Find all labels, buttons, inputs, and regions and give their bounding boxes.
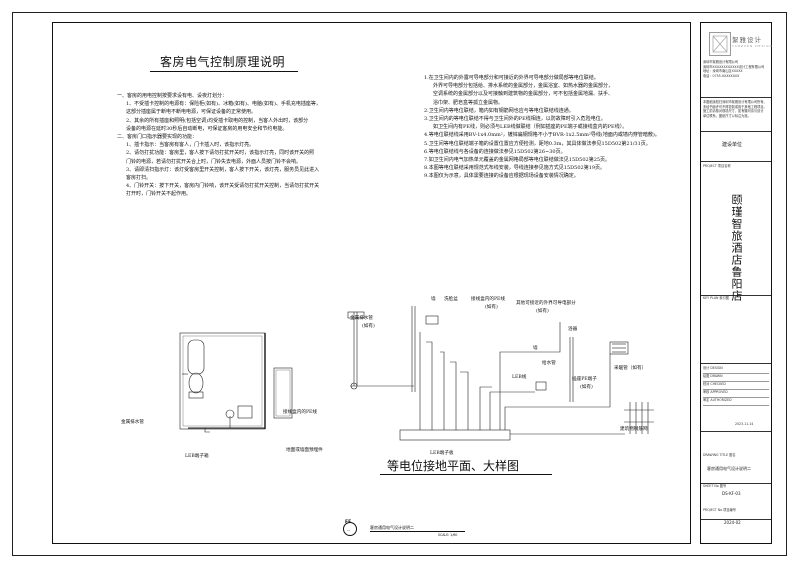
- company-line: 地址：深圳市南山区XXXXX: [703, 69, 743, 74]
- description-line: 打开时，门铃开关不起作用。: [126, 191, 192, 198]
- heating-pipe-label: 采暖管（如有）: [614, 366, 647, 371]
- description-line: 门铃的电源，若请勿打扰开关合上时，门铃失去电源，外面人员按门铃不会响。: [126, 158, 302, 165]
- water-supply-label: 给水管: [542, 361, 556, 366]
- drawing-badge: [343, 522, 357, 536]
- key-plan-label: KEY PLAN 索引图: [703, 296, 729, 300]
- control-principle-title: 客房电气控制原理说明: [160, 55, 286, 69]
- client-label: 建设单位: [722, 142, 743, 148]
- signature-row: 审核 APPROVED: [703, 390, 769, 398]
- note-line: 浴巾架、肥皂盒等孤立金属物。: [433, 99, 504, 106]
- note-line: 1.在卫生间内的外露可导电部分和可接近的外界可导电部分做局部等电位联结。: [424, 75, 599, 81]
- note-line: 如卫生间内有PE线，则必须与LEB线做联结（例如插座的PE端子或接线盒内的PE线…: [433, 124, 628, 131]
- title-block: [700, 22, 772, 544]
- drawing-badge-text: FF: [345, 520, 352, 525]
- washbasin-label: 洗脸盆: [444, 297, 458, 302]
- company-logo-sub: YANZUEN DESIGN: [732, 44, 773, 48]
- description-line: 3、请即清扫指示灯：该灯受客房里开关控制，客人按下开关，该灯亮，服务员见此进入: [126, 166, 320, 173]
- description-line: 4、门铃开关：按下开关，客房内门铃响，该开关受请勿打扰开关控制，当请勿打扰开关: [126, 183, 320, 190]
- description-line: 1、不受插卡控制的电源有：保险柜(如有)、冰箱(如有)、电脑(如有)、手机充电插…: [126, 101, 321, 108]
- leb-box-label: LEB端子箱: [185, 454, 209, 459]
- company-logo-text: 絮雅设计: [732, 36, 762, 44]
- drawing-title-label: DRAWING TITLE 图名: [703, 453, 736, 457]
- ground-line-label: 接线盒内的PE线: [283, 410, 318, 415]
- notes-line: 施工前请核对现场尺寸，如有疑问请与设计: [703, 109, 764, 114]
- junction-pe-label: 接线盒内的PE线: [471, 297, 506, 302]
- bath-label: 浴器: [568, 327, 578, 332]
- note-line: 空调系统的金属部分以及可接触到建筑物的金属部分，可不包括金属地漏、扶手、: [433, 91, 614, 98]
- drawing-title: 客房通用电气设计说明二: [707, 466, 751, 471]
- other-metal-label: 其他可接近的外界可导电部分: [516, 301, 576, 306]
- note-line: 5.卫生间等电位联结端子箱的设置位置应方便检测，距地0.3m，其具体做法参见15…: [424, 140, 651, 147]
- copyright-notes: 本图纸版权归深圳市絮雅设计有限公司所有。未经书面许可不得复制或用于其他工程项目。…: [703, 100, 769, 118]
- note-line: 2.卫生间内等电位联结，箱内如有钢筋网也应与等电位联结线连通。: [424, 107, 574, 114]
- description-line: 1、插卡指示：当客房有客人，门卡插入时，该指示灯亮。: [126, 142, 255, 149]
- metal-drain-label-2: 金属排水管: [350, 316, 373, 321]
- company-line: 电话：0755-XXXXXXXX: [703, 73, 740, 78]
- detail-title-underline: [380, 474, 552, 475]
- issue-date: 2023.11.14: [735, 422, 754, 426]
- signature-row: 设计 DESIGN: [703, 366, 769, 374]
- note-line: 7.如卫生间内电气加热单元覆盖的金属网格局部等电位联结做法见15D502第25页…: [424, 157, 611, 164]
- title-underline: [150, 71, 298, 72]
- steel-net-label: 建筑物钢筋网: [620, 427, 648, 432]
- control-principle-text: 一、客房的用电控制按要求设有电、设夜灯划分： 1、不受插卡控制的电源有：保险柜(如…: [117, 92, 321, 199]
- notes-line: 未经书面许可不得复制或用于其他工程项目。: [703, 104, 767, 109]
- note-line: 9.本图仅为示意，具体需要连接的设备应根据现场设备安装情况确定。: [424, 173, 579, 180]
- footer-scale: SCALE: 1/60: [438, 533, 458, 537]
- note-line: 4.等电位联结线采用BV-1x4.0mm²，镀锌扁钢规格不小于BVR-1x2.5…: [424, 132, 660, 139]
- description-line: 二、客房门口指示器要实现的功能：: [117, 134, 198, 141]
- floor-steel-label: 地面或墙面预埋件: [286, 448, 323, 453]
- notes-line: 单位联系。图纸尺寸以标注为准。: [703, 113, 751, 118]
- equipotential-notes: 1.在卫生间内的外露可导电部分和可接近的外界可导电部分做局部等电位联结。外界可导…: [424, 74, 660, 181]
- detail-drawing-title: 等电位接地平面、大样图: [387, 459, 520, 473]
- project-number: 2024-02: [724, 520, 741, 525]
- bathroom-plan-drawing: [179, 332, 293, 433]
- wall-label-2: 墙: [533, 346, 538, 351]
- drawing-frame: [52, 22, 691, 544]
- description-line: 2、其余的所有插座和照明(包括空调)均受插卡取电的控制，当客人外出时，该部分: [126, 117, 309, 124]
- socket-pe-label: 插座PE端子: [572, 377, 597, 382]
- junction-pe-note: (如有): [485, 305, 498, 310]
- project-name: 颐瑾智旅酒店鲁阳店: [730, 194, 743, 302]
- company-info: 深圳市絮雅设计有限公司深圳市XXXXXXXXXXXX设计工程有限公司地址：深圳市…: [703, 60, 769, 78]
- wall-label: 墙: [431, 297, 436, 302]
- drawing-badge-sub: --: [347, 528, 350, 533]
- note-line: 3.卫生间内的等电位联结不得与卫生间外的PE线相连，以防故障时引入危险电位。: [424, 116, 606, 123]
- note-line: 6.等电位联结线与各设备的连接做法参见15D502第26~30页。: [424, 148, 566, 155]
- metal-drain-note: (如有): [362, 324, 375, 329]
- signature-row: 审定 AUTHORIZED: [703, 398, 769, 406]
- description-line: 一、客房的用电控制按要求设有电、设夜灯划分：: [117, 93, 228, 99]
- equipotential-detail-drawing: [347, 306, 654, 441]
- description-line: 2、请勿打扰功能：客房里，客人按下请勿打扰开关时，该指示灯亮，同时该开关的照: [126, 150, 315, 157]
- description-line: 设备的电源在延时30秒后自动断电，可保证客房的用电安全和节约电能。: [126, 125, 288, 132]
- socket-pe-note: (如有): [580, 385, 593, 390]
- footer-title-line: [370, 531, 465, 532]
- description-line: 这部分插座属于断电不断电电源，可保证设备的正常使用。: [126, 109, 257, 116]
- notes-line: 本图纸版权归深圳市絮雅设计有限公司所有。: [703, 100, 767, 104]
- metal-drain-label: 金属排水管: [121, 420, 144, 425]
- project-no-label: PROJECT No 项目编号: [703, 508, 736, 512]
- leb-board-label: LEB端子板: [430, 451, 454, 456]
- sheet-label: SHEET No 图号: [703, 484, 727, 488]
- note-line: 8.本图等电位联结采用规范式布线安装，导线连接参见施方式见15D502第19页。: [424, 165, 606, 172]
- other-metal-note: (如有): [536, 309, 549, 314]
- note-line: 外界可导电部分包括给、排水系统的金属部分，金属浴室、如热水器的金属部分，: [433, 83, 614, 90]
- description-line: 客房打扫。: [126, 175, 152, 182]
- company-line: 深圳市絮雅设计有限公司: [703, 60, 739, 64]
- leb-line-label: LEB线: [512, 375, 527, 380]
- project-label: PROJECT 项目名称: [703, 164, 731, 168]
- signature-row: 校对 CHECKED: [703, 382, 769, 390]
- outer-frame: [12, 12, 787, 556]
- company-line: 深圳市XXXXXXXXXXXX设计工程有限公司: [703, 64, 765, 69]
- company-logo-icon: [709, 32, 731, 56]
- sheet-number: DS-KF-03: [722, 491, 741, 496]
- signature-row: 绘图 DRAWN: [703, 374, 769, 382]
- footer-title: 客房通用电气设计说明二: [370, 525, 414, 530]
